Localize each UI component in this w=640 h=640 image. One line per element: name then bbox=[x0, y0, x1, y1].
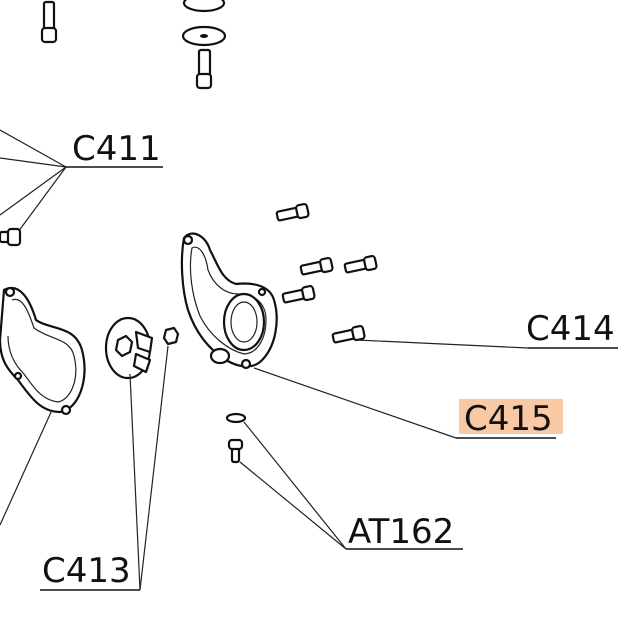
c413-leaders bbox=[40, 345, 169, 591]
at162-leaders bbox=[239, 421, 463, 550]
c415-highlight bbox=[459, 399, 563, 434]
c414-leader bbox=[355, 339, 529, 349]
c411-bolt-part bbox=[0, 227, 22, 247]
callout-c411[interactable]: C411 bbox=[72, 129, 161, 169]
gasket-leader bbox=[0, 409, 53, 526]
water-pump-housing-part bbox=[180, 232, 278, 370]
housing-bolts-part bbox=[275, 203, 378, 344]
gasket-part bbox=[0, 286, 86, 416]
washer-part bbox=[181, 0, 227, 90]
c415-leader bbox=[253, 367, 457, 439]
callout-c414[interactable]: C414 bbox=[526, 309, 615, 349]
top-bolt-part bbox=[40, 0, 58, 44]
callout-c415[interactable]: C415 bbox=[464, 399, 553, 439]
c411-leaders bbox=[0, 129, 163, 233]
nut-part bbox=[162, 326, 180, 346]
impeller-part bbox=[104, 316, 154, 380]
callout-at162[interactable]: AT162 bbox=[348, 512, 454, 552]
at162-parts bbox=[225, 412, 247, 464]
callout-c413[interactable]: C413 bbox=[42, 551, 131, 591]
